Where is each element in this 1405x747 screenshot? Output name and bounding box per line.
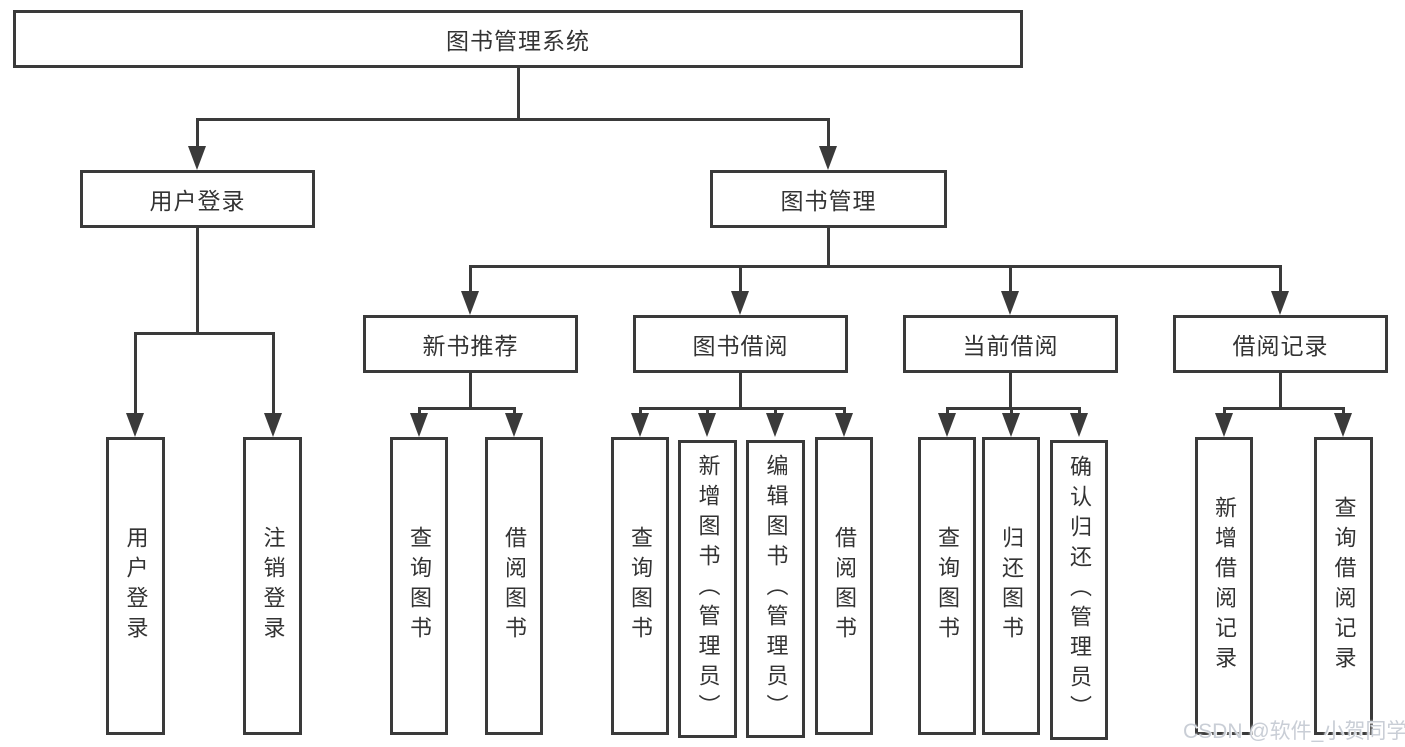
arrowhead-g3-c1	[938, 413, 956, 437]
node-leaf-user-login-label: 用户登录	[123, 526, 149, 646]
connector-g1-c1-drop	[418, 407, 421, 415]
node-leaf-add-borrow-record-label: 新增借阅记录	[1212, 496, 1237, 676]
node-user-login: 用户登录	[80, 170, 315, 228]
node-leaf-query-borrow-record-label: 查询借阅记录	[1331, 496, 1357, 676]
node-leaf-query-books-1: 查询图书	[390, 437, 448, 735]
connector-mgmt-drop	[827, 118, 830, 152]
node-leaf-add-books-admin: 新增图书（管理员）	[678, 440, 737, 738]
node-leaf-confirm-return-admin-label: 确认归还（管理员）	[1067, 455, 1092, 725]
node-book-borrowing-label: 图书借阅	[692, 333, 789, 359]
arrowhead-g1-c1	[410, 413, 428, 437]
node-leaf-query-books-2-label: 查询图书	[628, 526, 653, 646]
node-leaf-user-login: 用户登录	[106, 437, 165, 735]
node-current-borrowing: 当前借阅	[903, 315, 1118, 373]
connector-g2-stem	[739, 373, 742, 407]
connector-g3-c3-drop	[1078, 407, 1081, 415]
connector-g2-c1-drop	[639, 407, 642, 415]
node-leaf-edit-books-admin: 编辑图书（管理员）	[746, 440, 805, 738]
node-borrowing-records-label: 借阅记录	[1232, 333, 1329, 359]
node-new-book-recommend: 新书推荐	[363, 315, 578, 373]
node-leaf-logout-label: 注销登录	[260, 526, 286, 646]
arrowhead-g2-c3	[766, 413, 784, 437]
node-borrowing-records: 借阅记录	[1173, 315, 1388, 373]
connector-g1-stem	[469, 373, 472, 407]
arrowhead-g2-c4	[835, 413, 853, 437]
arrowhead-current	[1001, 291, 1019, 315]
arrowhead-g4-c2	[1334, 413, 1352, 437]
connector-login-child2-drop	[272, 332, 275, 415]
node-leaf-query-books-3-label: 查询图书	[935, 526, 960, 646]
node-leaf-query-borrow-record: 查询借阅记录	[1314, 437, 1373, 735]
arrowhead-g2-c2	[698, 413, 716, 437]
node-root: 图书管理系统	[13, 10, 1023, 68]
arrowhead-g4-c1	[1215, 413, 1233, 437]
arrowhead-newbook	[461, 291, 479, 315]
connector-borrow-drop	[739, 265, 742, 293]
arrowhead-g3-c2	[1002, 413, 1020, 437]
connector-g3-stem	[1009, 373, 1012, 407]
node-leaf-add-books-admin-label: 新增图书（管理员）	[695, 454, 721, 724]
connector-level2-rail	[196, 118, 830, 121]
node-leaf-logout: 注销登录	[243, 437, 302, 735]
node-book-management: 图书管理	[710, 170, 947, 228]
csdn-watermark: CSDN @软件_小贺同学	[1183, 720, 1405, 743]
connector-login-drop	[196, 118, 199, 152]
connector-g2-c2-drop	[706, 407, 709, 415]
node-leaf-return-books-label: 归还图书	[999, 526, 1024, 646]
node-leaf-add-borrow-record: 新增借阅记录	[1195, 437, 1253, 735]
node-leaf-edit-books-admin-label: 编辑图书（管理员）	[763, 454, 789, 724]
connector-g3-c1-drop	[946, 407, 949, 415]
connector-g4-stem	[1279, 373, 1282, 407]
node-root-label: 图书管理系统	[446, 28, 590, 54]
connector-login-rail	[134, 332, 275, 335]
arrowhead-g3-c3	[1070, 413, 1088, 437]
connector-root-stem	[517, 68, 520, 118]
node-leaf-query-books-3: 查询图书	[918, 437, 976, 735]
connector-level3-rail	[469, 265, 1282, 268]
node-leaf-return-books: 归还图书	[982, 437, 1040, 735]
arrowhead-borrow	[731, 291, 749, 315]
arrowhead-g2-c1	[631, 413, 649, 437]
node-leaf-query-books-2: 查询图书	[611, 437, 669, 735]
connector-g4-c1-drop	[1223, 407, 1226, 415]
arrowhead-records	[1271, 291, 1289, 315]
connector-g1-rail	[418, 407, 516, 410]
connector-g2-c3-drop	[774, 407, 777, 415]
arrowhead-login-child2	[264, 413, 282, 437]
connector-g4-c2-drop	[1342, 407, 1345, 415]
connector-g3-rail	[946, 407, 1080, 410]
arrowhead-g1-c2	[505, 413, 523, 437]
node-leaf-query-books-1-label: 查询图书	[407, 526, 432, 646]
connector-login-child1-drop	[134, 332, 137, 415]
connector-current-drop	[1009, 265, 1012, 293]
connector-g2-c4-drop	[843, 407, 846, 415]
connector-g4-rail	[1223, 407, 1344, 410]
connector-records-drop	[1279, 265, 1282, 293]
arrowhead-login-child1	[126, 413, 144, 437]
node-leaf-borrow-books-1: 借阅图书	[485, 437, 543, 735]
node-leaf-confirm-return-admin: 确认归还（管理员）	[1050, 440, 1108, 740]
node-current-borrowing-label: 当前借阅	[962, 333, 1059, 359]
connector-g1-c2-drop	[513, 407, 516, 415]
node-user-login-label: 用户登录	[149, 188, 246, 214]
node-leaf-borrow-books-1-label: 借阅图书	[502, 526, 527, 646]
connector-mgmt-stem	[827, 228, 830, 265]
connector-g2-rail	[639, 407, 844, 410]
connector-g3-c2-drop	[1010, 407, 1013, 415]
arrowhead-mgmt	[819, 146, 837, 170]
arrowhead-login	[188, 146, 206, 170]
node-book-borrowing: 图书借阅	[633, 315, 848, 373]
connector-login-stem	[196, 228, 199, 332]
node-leaf-borrow-books-2-label: 借阅图书	[832, 526, 857, 646]
node-book-management-label: 图书管理	[780, 188, 877, 214]
node-leaf-borrow-books-2: 借阅图书	[815, 437, 873, 735]
connector-newbook-drop	[469, 265, 472, 293]
node-new-book-recommend-label: 新书推荐	[422, 333, 519, 359]
